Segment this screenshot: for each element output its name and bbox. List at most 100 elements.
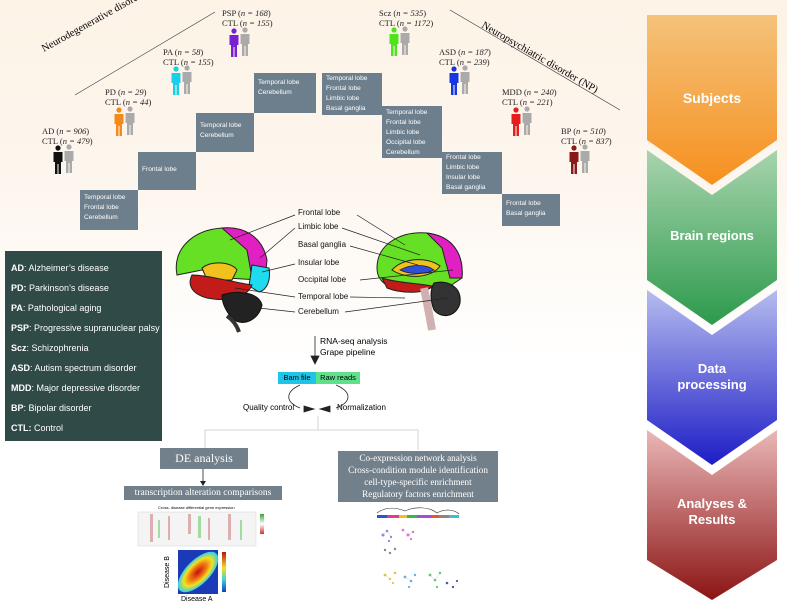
cohort-ctl-label: CTL ( bbox=[379, 18, 400, 28]
region-label: Cerebellum bbox=[386, 149, 420, 156]
legend-item: MDD: Major depressive disorder bbox=[11, 378, 156, 398]
patient-figure-icon bbox=[448, 66, 460, 101]
region-label: Temporal lobe bbox=[84, 194, 126, 201]
region-label: Limbic lobe bbox=[386, 129, 420, 136]
cohort-scz-label: Scz (n = 535)CTL (n = 1172) bbox=[379, 8, 434, 28]
region-label: Frontal lobe bbox=[506, 200, 541, 207]
coexpression-step: cell-type-specific enrichment bbox=[364, 477, 472, 487]
patient-figure-icon bbox=[170, 66, 182, 101]
cohort-mdd-label: MDD (n = 240)CTL (n = 221) bbox=[502, 87, 557, 107]
patient-figure-icon bbox=[510, 107, 522, 142]
legend-item: BP: Bipolar disorder bbox=[11, 398, 156, 418]
cohort-disease-n: n = 29 bbox=[120, 87, 144, 97]
cohort-ctl-label: CTL ( bbox=[439, 57, 460, 67]
control-figure-icon bbox=[579, 144, 591, 179]
brain-region-label: Temporal lobe bbox=[298, 292, 349, 301]
cohort-disease-n: n = 240 bbox=[526, 87, 554, 97]
region-label: Frontal lobe bbox=[326, 85, 361, 92]
cohort-disease-abbr: PD ( bbox=[105, 87, 121, 97]
brain-region-label: Frontal lobe bbox=[298, 208, 341, 217]
legend-text: Control bbox=[31, 423, 64, 433]
coexpression-step: Cross-condition module identification bbox=[348, 465, 488, 475]
raw-reads-chip: Raw reads bbox=[316, 372, 360, 384]
normalization-label: Normalization bbox=[337, 403, 386, 412]
legend-item: Scz: Schizophrenia bbox=[11, 338, 156, 358]
stage-brain-regions: Brain regions bbox=[670, 228, 754, 243]
control-figure-icon bbox=[459, 65, 471, 100]
region-box-pd: Frontal lobe bbox=[138, 152, 196, 190]
legend-abbr: CTL: bbox=[11, 423, 32, 433]
de-analysis-box: DE analysis bbox=[160, 448, 248, 469]
region-label: Basal ganglia bbox=[326, 105, 366, 112]
legend-abbr: PA bbox=[11, 303, 23, 313]
region-label: Temporal lobe bbox=[258, 79, 300, 86]
cohort-ad-label: AD (n = 906)CTL (n = 479) bbox=[42, 126, 93, 146]
stage-subjects: Subjects bbox=[682, 90, 742, 106]
legend-text: Parkinson’s disease bbox=[26, 283, 109, 293]
legend-abbr: MDD bbox=[11, 383, 32, 393]
region-label: Cerebellum bbox=[258, 89, 292, 96]
cohort-pd-label: PD (n = 29)CTL (n = 44) bbox=[105, 87, 152, 107]
region-label: Cerebellum bbox=[84, 214, 118, 221]
cohort-asd-label: ASD (n = 187)CTL (n = 239) bbox=[439, 47, 491, 67]
legend-abbr: ASD bbox=[11, 363, 31, 373]
brain-region-label: Limbic lobe bbox=[298, 222, 339, 231]
patient-figure-icon bbox=[228, 28, 240, 63]
cohort-disease-n: n = 535 bbox=[396, 8, 424, 18]
legend-abbr: Scz bbox=[11, 343, 27, 353]
patient-figure-icon bbox=[388, 27, 400, 62]
stage-data-processing: Data processing bbox=[677, 361, 747, 392]
stage-chevrons bbox=[647, 15, 777, 600]
cohort-disease-abbr: AD ( bbox=[42, 126, 60, 136]
brain-medial-illustration bbox=[376, 232, 463, 331]
region-label: Cerebellum bbox=[200, 132, 234, 139]
region-label: Insular lobe bbox=[446, 174, 481, 181]
legend-item: PA: Pathological aging bbox=[11, 298, 156, 318]
region-label: Limbic lobe bbox=[326, 95, 360, 102]
region-label: Basal ganglia bbox=[446, 184, 486, 191]
rnaseq-label: RNA-seq analysis bbox=[320, 336, 388, 346]
brain-region-label: Cerebellum bbox=[298, 307, 339, 316]
control-figure-icon bbox=[181, 65, 193, 100]
legend-text: : Major depressive disorder bbox=[31, 383, 141, 393]
cohort-ctl-n: n = 155 bbox=[183, 57, 211, 67]
cohort-disease-n: n = 168 bbox=[240, 8, 268, 18]
quality-control-label: Quality control bbox=[243, 403, 295, 412]
legend-item: ASD: Autism spectrum disorder bbox=[11, 358, 156, 378]
legend-text: : Alzheimer’s disease bbox=[24, 263, 109, 273]
patient-figure-icon bbox=[113, 107, 125, 142]
legend-text: : Autism spectrum disorder bbox=[30, 363, 137, 373]
legend-item: PSP: Progressive supranuclear palsy bbox=[11, 318, 160, 338]
region-label: Temporal lobe bbox=[386, 109, 428, 116]
region-label: Frontal lobe bbox=[386, 119, 421, 126]
legend-abbr: PD: bbox=[11, 283, 27, 293]
disease-b-axis-label: Disease B bbox=[164, 556, 171, 588]
brain-lateral-illustration bbox=[175, 227, 270, 333]
region-label: Basal ganglia bbox=[506, 210, 546, 217]
legend-item: CTL: Control bbox=[11, 418, 156, 438]
legend-item: AD: Alzheimer’s disease bbox=[11, 258, 156, 278]
cohort-ctl-n: n = 239 bbox=[459, 57, 487, 67]
cohort-disease-abbr: Scz ( bbox=[379, 8, 397, 18]
grape-label: Grape pipeline bbox=[320, 347, 376, 357]
disease-a-axis-label: Disease A bbox=[181, 596, 213, 603]
cohort-ctl-label: CTL ( bbox=[42, 136, 63, 146]
cohort-bp-label: BP (n = 510)CTL (n = 837) bbox=[561, 126, 612, 146]
legend-text: : Schizophrenia bbox=[26, 343, 89, 353]
control-figure-icon bbox=[399, 26, 411, 61]
legend-abbr: AD bbox=[11, 263, 24, 273]
cohort-pa-label: PA (n = 58)CTL (n = 155) bbox=[163, 47, 214, 67]
cohort-disease-n: n = 906 bbox=[59, 126, 87, 136]
cohort-ctl-n: n = 1172 bbox=[399, 18, 431, 28]
control-figure-icon bbox=[63, 144, 75, 179]
cohort-disease-abbr: PA ( bbox=[163, 47, 178, 57]
legend-abbr: PSP bbox=[11, 323, 30, 333]
cohort-ctl-n: n = 44 bbox=[125, 97, 149, 107]
